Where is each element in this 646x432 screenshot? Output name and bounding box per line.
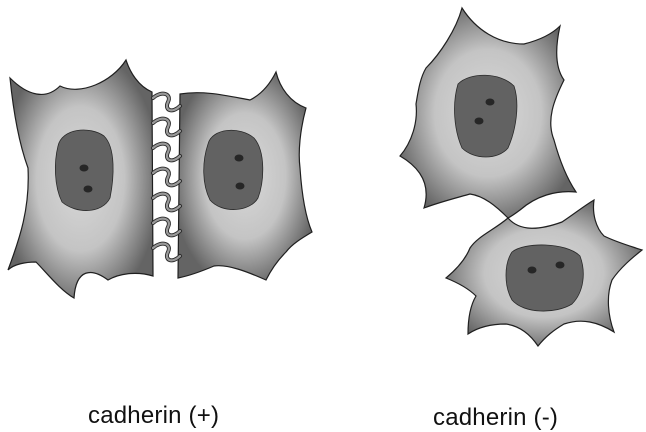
left-adherent-cell	[8, 60, 153, 298]
lower-dispersed-cell	[446, 200, 642, 346]
nucleus	[455, 75, 517, 157]
cadherin-link	[153, 169, 180, 186]
cadherin-link	[153, 94, 180, 111]
cadherin-link	[153, 119, 180, 136]
nucleolus	[235, 155, 244, 162]
nucleus	[506, 245, 583, 311]
cadherin-negative-label: cadherin (-)	[433, 404, 558, 432]
nucleolus	[236, 183, 245, 190]
nucleolus	[556, 262, 565, 269]
cadherin-link	[153, 144, 180, 161]
cadherin-junctions	[153, 94, 180, 261]
nucleolus	[84, 186, 93, 193]
adherent-cell-pair	[8, 60, 312, 298]
cadherin-link	[153, 244, 180, 261]
nucleus	[204, 130, 263, 209]
cadherin-link	[153, 194, 180, 211]
cadherin-positive-label: cadherin (+)	[88, 402, 219, 430]
nucleolus	[80, 165, 89, 172]
upper-dispersed-cell	[400, 8, 576, 218]
nucleolus	[528, 267, 537, 274]
nucleolus	[475, 118, 484, 125]
right-adherent-cell	[178, 72, 312, 280]
dispersed-cells	[400, 8, 642, 346]
nucleolus	[486, 99, 495, 106]
cadherin-link	[153, 219, 180, 236]
